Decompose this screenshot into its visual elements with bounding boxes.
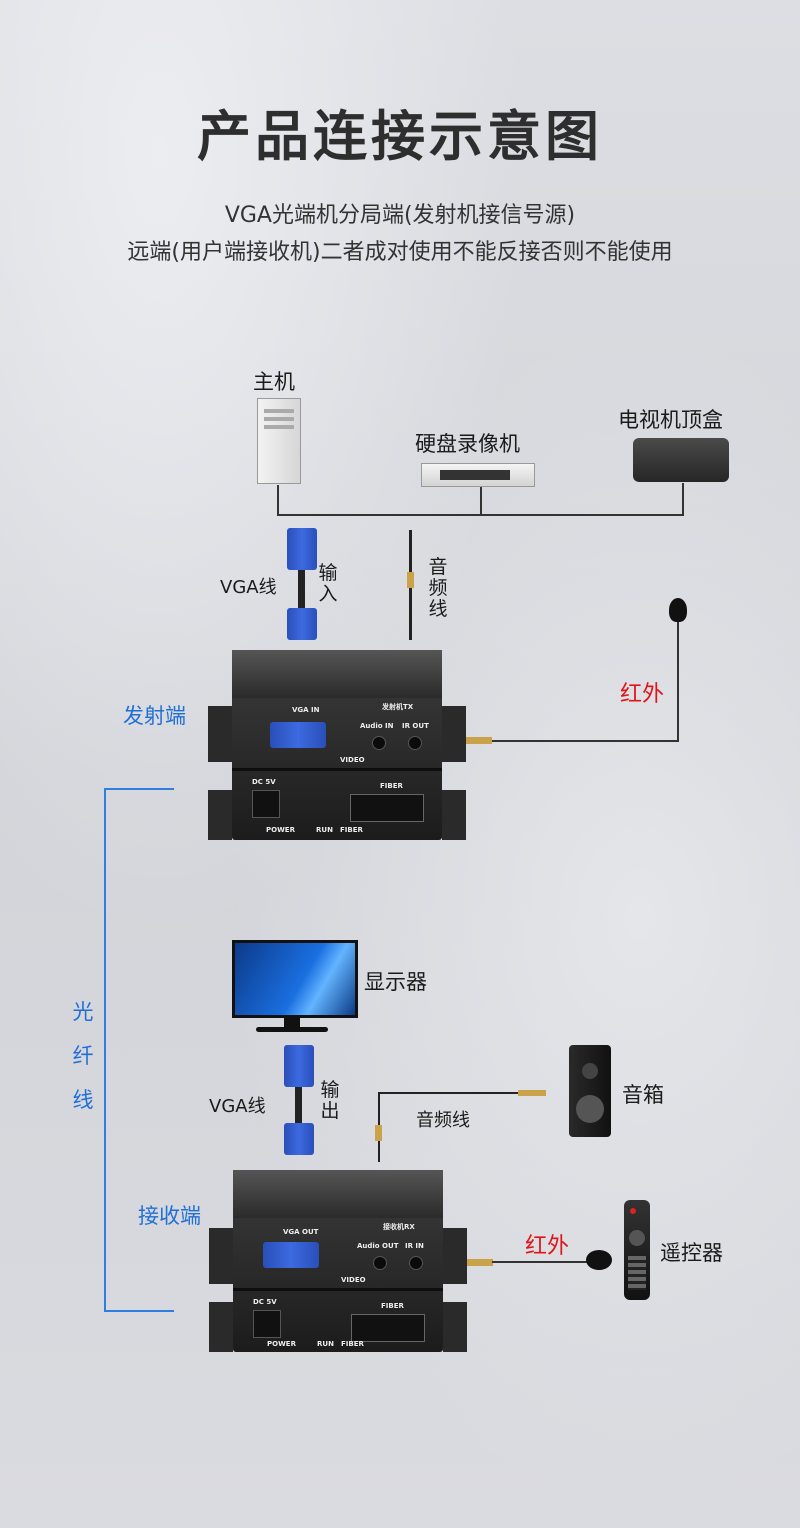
vga-connector-top-icon xyxy=(287,528,317,570)
rx-ir-in-label: IR IN xyxy=(405,1242,424,1250)
set-top-box-icon xyxy=(633,438,729,482)
receiver-device: 接收机RX VGA OUT Audio OUT IR IN VIDEO DC 5… xyxy=(233,1170,443,1352)
tx-dc-label: DC 5V xyxy=(252,778,276,786)
tx-video-label: VIDEO xyxy=(340,756,365,764)
rx-vga-port-icon xyxy=(263,1242,319,1268)
rx-fiber-port-icon xyxy=(351,1314,425,1342)
rx-run-led-label: RUN xyxy=(317,1340,334,1348)
monitor-label: 显示器 xyxy=(364,970,427,994)
rx-audio-port-icon xyxy=(373,1256,387,1270)
rx-fiber-led-label: FIBER xyxy=(341,1340,364,1348)
audio-cable-horizontal-label: 音频线 xyxy=(416,1110,470,1131)
ir-emitter-icon xyxy=(669,598,687,622)
rx-vga-out-label: VGA OUT xyxy=(283,1228,319,1236)
tx-run-led-label: RUN xyxy=(316,826,333,834)
tx-vga-port-icon xyxy=(270,722,326,748)
tx-fiber-port-icon xyxy=(350,794,424,822)
rx-dc-port-icon xyxy=(253,1310,281,1338)
subtitle-line-1: VGA光端机分局端(发射机接信号源) xyxy=(224,203,576,228)
tx-vga-in-label: VGA IN xyxy=(292,706,320,714)
ir-receiver-icon xyxy=(586,1250,612,1270)
ir-label-bottom: 红外 xyxy=(525,1234,570,1259)
tx-fiber-label: FIBER xyxy=(380,782,403,790)
transmitter-label: 发射端 xyxy=(123,704,186,728)
vga-connector-bottom-bottom-icon xyxy=(284,1123,314,1155)
tx-audio-in-label: Audio IN xyxy=(360,722,394,730)
subtitle-line-2: 远端(用户端接收机)二者成对使用不能反接否则不能使用 xyxy=(127,240,673,265)
input-label: 输入 xyxy=(318,562,338,605)
ir-label-top: 红外 xyxy=(620,682,665,707)
page-title: 产品连接示意图 xyxy=(197,105,603,168)
tx-model-text: 发射机TX xyxy=(382,703,414,711)
remote-label: 遥控器 xyxy=(660,1241,723,1265)
nvr-label: 硬盘录像机 xyxy=(415,432,520,456)
tx-ir-out-label: IR OUT xyxy=(402,722,429,730)
rx-video-label: VIDEO xyxy=(341,1276,366,1284)
speaker-icon xyxy=(569,1045,611,1137)
rx-audio-out-label: Audio OUT xyxy=(357,1242,399,1250)
tx-power-led-label: POWER xyxy=(266,826,295,834)
nvr-device-icon xyxy=(421,463,535,487)
remote-control-icon xyxy=(624,1200,650,1300)
host-pc-icon xyxy=(257,398,301,484)
tx-dc-port-icon xyxy=(252,790,280,818)
vga-connector-top-bottom-icon xyxy=(284,1045,314,1087)
transmitter-device: 发射机TX VGA IN Audio IN IR OUT VIDEO DC 5V… xyxy=(232,650,442,840)
rx-dc-label: DC 5V xyxy=(253,1298,277,1306)
receiver-label: 接收端 xyxy=(138,1204,201,1228)
speaker-label: 音箱 xyxy=(622,1083,664,1107)
monitor-icon xyxy=(232,940,358,1018)
rx-power-led-label: POWER xyxy=(267,1340,296,1348)
host-label: 主机 xyxy=(253,370,295,394)
tx-ir-port-icon xyxy=(408,736,422,750)
tx-audio-port-icon xyxy=(372,736,386,750)
vga-cable-label-bottom: VGA线 xyxy=(209,1096,266,1117)
rx-fiber-label: FIBER xyxy=(381,1302,404,1310)
output-label: 输出 xyxy=(320,1079,340,1122)
stb-label: 电视机顶盒 xyxy=(618,408,723,432)
tx-fiber-led-label: FIBER xyxy=(340,826,363,834)
rx-ir-port-icon xyxy=(409,1256,423,1270)
rx-model-text: 接收机RX xyxy=(383,1223,415,1231)
vga-cable-label-top: VGA线 xyxy=(220,577,277,598)
vga-connector-bottom-icon xyxy=(287,608,317,640)
audio-cable-vertical-label: 音频线 xyxy=(428,556,448,620)
fiber-cable-label: 光纤线 xyxy=(72,1000,94,1112)
